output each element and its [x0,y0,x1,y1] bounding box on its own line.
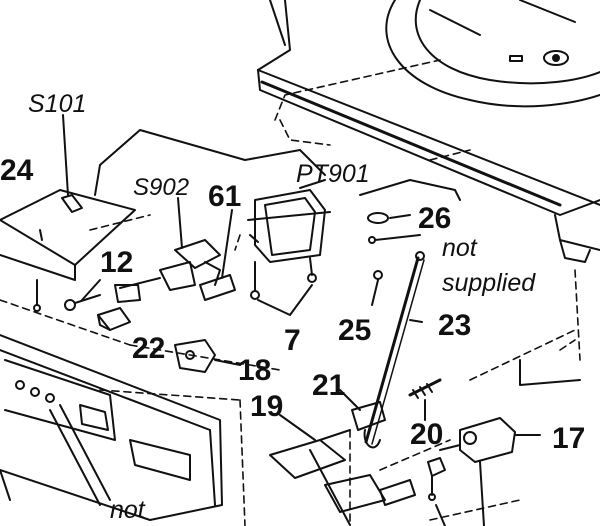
front-panel [0,334,223,521]
part-25-screw [371,270,383,306]
part-12-screw [64,279,101,311]
note-not-bottom: not [110,496,146,524]
callout-7: 7 [284,324,301,357]
part-s902-switch [114,197,221,303]
part-61-bracket [199,209,236,301]
callout-24: 24 [0,154,34,187]
callout-25: 25 [338,314,371,347]
part-7-leaders [257,284,313,316]
note-not-top: not [442,234,478,262]
part-22-holder [97,307,131,331]
callout-19: 19 [250,390,283,423]
transformer-pt901 [247,179,331,300]
callout-17: 17 [552,422,585,455]
part-18-clamp [174,339,241,373]
callout-20: 20 [410,418,443,451]
part-19-plate [269,414,416,513]
note-supplied: supplied [442,269,536,297]
callout-26: 26 [418,202,451,235]
ref-label-s101: S101 [28,90,86,118]
part-24-switch-board [0,114,136,312]
part-20-spring [408,378,442,421]
chassis-plate [257,0,600,263]
callout-23: 23 [438,309,471,342]
part-21-lever [339,389,386,449]
ref-label-pt901: PT901 [296,160,370,188]
callout-18: 18 [238,354,271,387]
wiring-paths [0,59,581,526]
callout-22: 22 [132,332,165,365]
callout-61: 61 [208,180,241,213]
callout-12: 12 [100,246,133,279]
main-pcb [94,129,581,526]
part-26-washer [367,212,421,244]
callout-21: 21 [312,369,345,402]
part-17-sensor [427,417,541,526]
part-23-rod [364,251,425,445]
disc-tray [385,0,600,108]
ref-label-s902: S902 [133,174,189,201]
